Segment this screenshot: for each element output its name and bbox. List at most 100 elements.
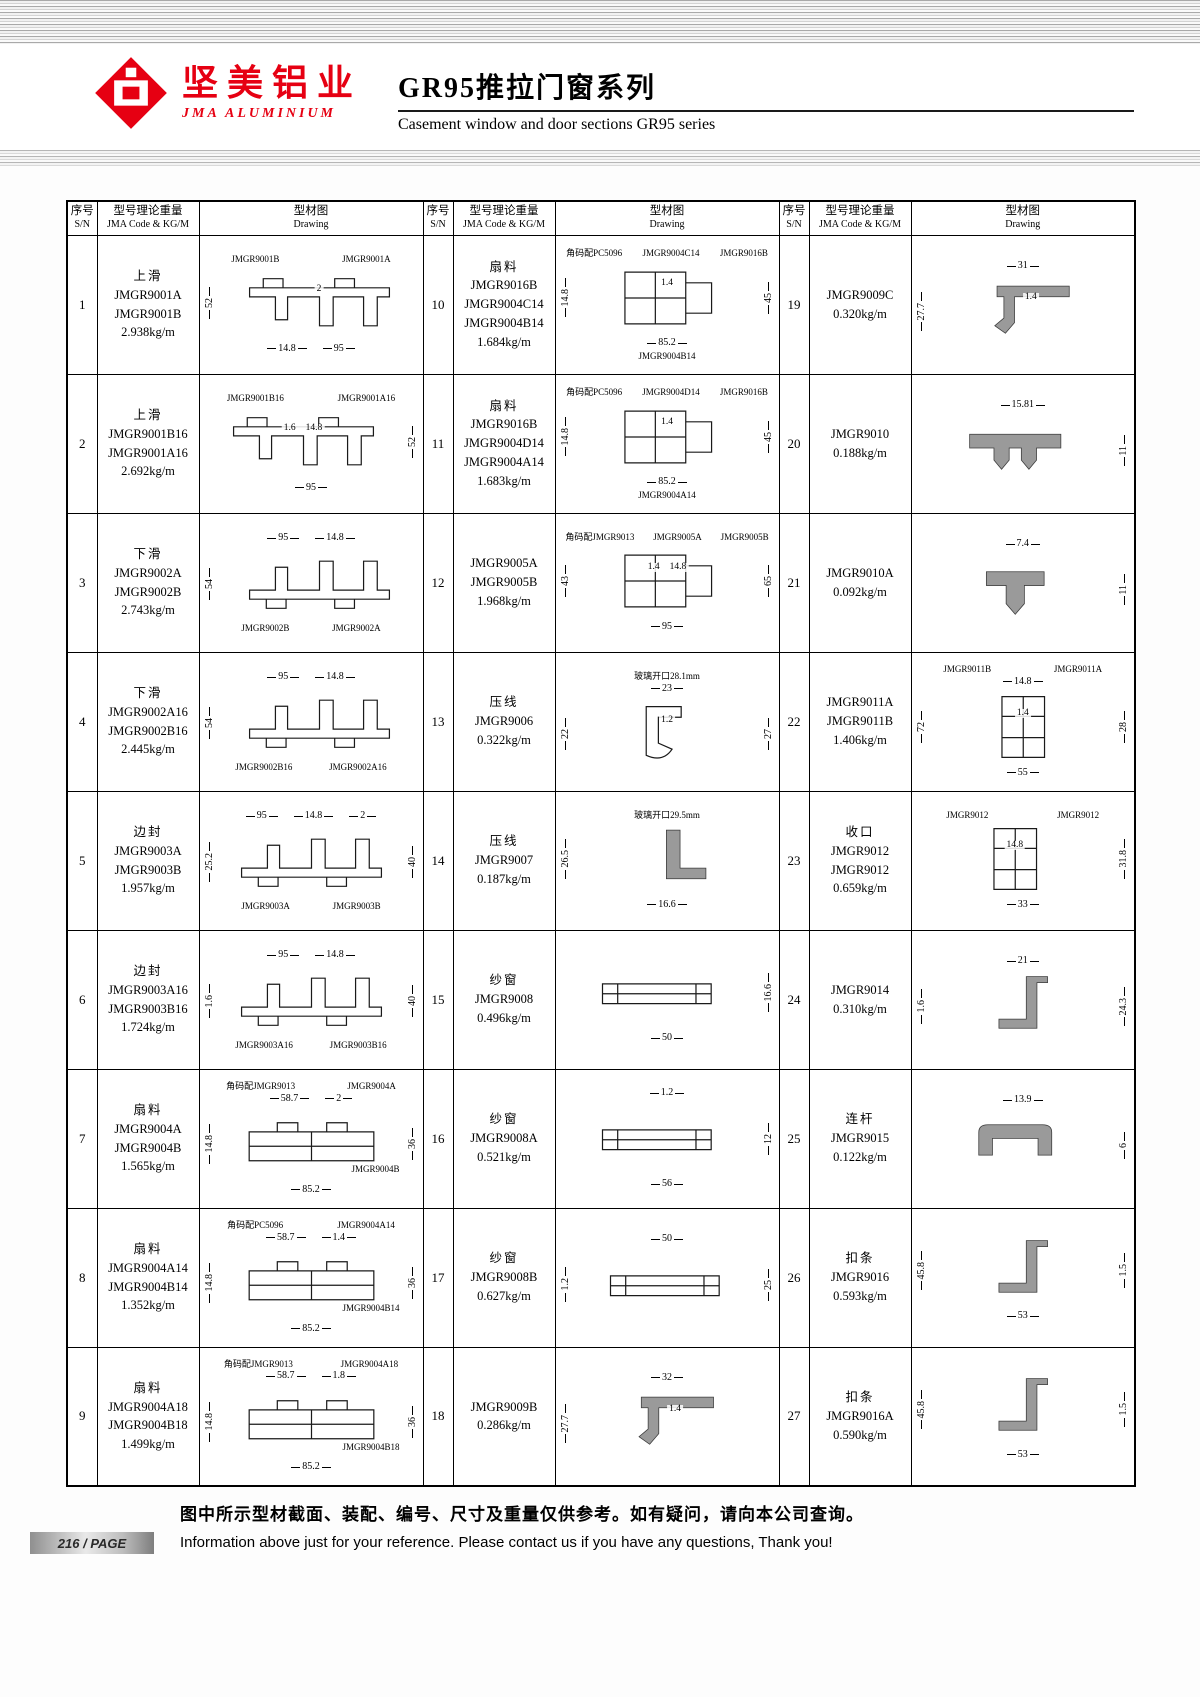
column-header-en: Drawing — [1005, 219, 1041, 231]
serial-number: 21 — [778, 512, 810, 653]
dimension-column: 6 — [1116, 1132, 1132, 1159]
dimension: 15.81 — [1001, 400, 1046, 410]
profile-type: 扇料 — [133, 1242, 163, 1256]
drawing-canvas: 1.4 — [574, 1385, 777, 1461]
dimension-value: 53 — [1017, 1448, 1028, 1460]
dimension-value: 55 — [1017, 766, 1028, 778]
dimension-value: 1.4 — [647, 561, 660, 572]
page-number: 216 / PAGE — [57, 1535, 127, 1551]
dimension: 52 — [202, 287, 218, 319]
drawing-label: JMGR9004A18 — [340, 1358, 399, 1369]
inner-dimensions: 1.4 — [659, 418, 675, 428]
dimension-column: 1.6 — [202, 984, 218, 1019]
serial-number: 3 — [66, 512, 98, 653]
dimension-value: 23 — [662, 682, 672, 694]
drawing-label: JMGR9004C14 — [642, 248, 700, 259]
serial-number: 24 — [778, 929, 810, 1070]
profile-code: JMGR9001A16 — [108, 445, 188, 460]
dimension-value: 1.4 — [661, 417, 673, 428]
profile-code: JMGR9004A14 — [108, 1260, 188, 1275]
drawing-main: 11 — [914, 413, 1133, 489]
dimension-value: 45 — [762, 292, 774, 303]
dimension-column: 14.8 — [202, 1124, 218, 1164]
drawing-label-row: 玻璃开口29.5mm — [558, 810, 777, 820]
profile-code: JMGR9004B14 — [108, 1279, 188, 1294]
dimension: 45.8 — [914, 1251, 930, 1291]
profile-weight: 0.322kg/m — [477, 732, 531, 747]
dimension-row: 85.2 — [558, 337, 777, 350]
profile-weight: 2.938kg/m — [121, 325, 175, 340]
dimension: 11 — [1116, 435, 1132, 467]
profile-code: JMGR9004B14 — [464, 315, 544, 330]
dimension-value: 1.5 — [1118, 1264, 1129, 1277]
dimension: 40 — [405, 985, 421, 1017]
profile-cross-section — [240, 838, 382, 887]
drawing-label: JMGR9012 — [946, 809, 989, 820]
dimension-row: 32 — [558, 1371, 777, 1384]
profile-type: 扣条 — [845, 1390, 875, 1405]
profile-cross-section — [601, 1128, 712, 1150]
dimension-row: 1.2 — [558, 1087, 777, 1100]
dimension-row: 31 — [914, 260, 1133, 273]
serial-number: 19 — [778, 234, 810, 375]
profile-type: 扇料 — [133, 1103, 163, 1117]
profile-type: 扇料 — [133, 1380, 163, 1395]
column-header-en: S/N — [786, 219, 802, 231]
profile-cross-section — [248, 1261, 374, 1301]
profile-cross-section — [240, 977, 382, 1026]
footer-note-english: Information above just for your referenc… — [180, 1534, 833, 1551]
profile-weight: 0.188kg/m — [833, 445, 887, 460]
drawing-label: JMGR9002A — [332, 622, 381, 633]
column-header-cn: 型材图 — [649, 205, 685, 218]
dimension: 85.2 — [291, 1184, 331, 1195]
serial-number: 9 — [66, 1346, 98, 1487]
dimension: 14.8 — [1003, 676, 1043, 687]
dimension-value: 1.4 — [1024, 292, 1037, 303]
dimension-column: 27.7 — [914, 292, 930, 332]
serial-number: 20 — [778, 373, 810, 514]
profile-cross-section — [968, 433, 1061, 470]
dimension: 6 — [1116, 1132, 1132, 1159]
dimension-column: 11 — [1116, 435, 1132, 467]
dimension-value: 50 — [662, 1233, 672, 1244]
dimension: 14.8 — [202, 1124, 218, 1164]
dimension-value: 72 — [915, 722, 927, 733]
dimension: 31.8 — [1116, 839, 1132, 879]
dimension-value: 16.6 — [658, 898, 676, 910]
dimension-value: 52 — [203, 298, 215, 309]
dimension: 22 — [558, 718, 574, 750]
profile-weight: 1.957kg/m — [121, 881, 175, 896]
inner-dimensions: 1.4 — [1022, 292, 1039, 303]
dimension: 95 — [267, 672, 299, 682]
drawing-canvas: 1.4 — [930, 689, 1117, 765]
drawing-label: JMGR9004A14 — [638, 489, 696, 500]
profile-cross-section — [645, 706, 682, 759]
column-header-en: Drawing — [293, 219, 329, 231]
profile-code: JMGR9015 — [830, 1131, 890, 1146]
profile-code: JMGR9010A — [826, 565, 894, 580]
dimension-column: 45 — [761, 421, 777, 453]
dimension: 85.2 — [291, 1323, 331, 1334]
dimension-value: 85.2 — [658, 337, 676, 348]
profile-code: JMGR9002A16 — [108, 704, 188, 719]
dimension: 16.6 — [761, 973, 777, 1013]
profile-cross-section — [248, 1122, 374, 1162]
